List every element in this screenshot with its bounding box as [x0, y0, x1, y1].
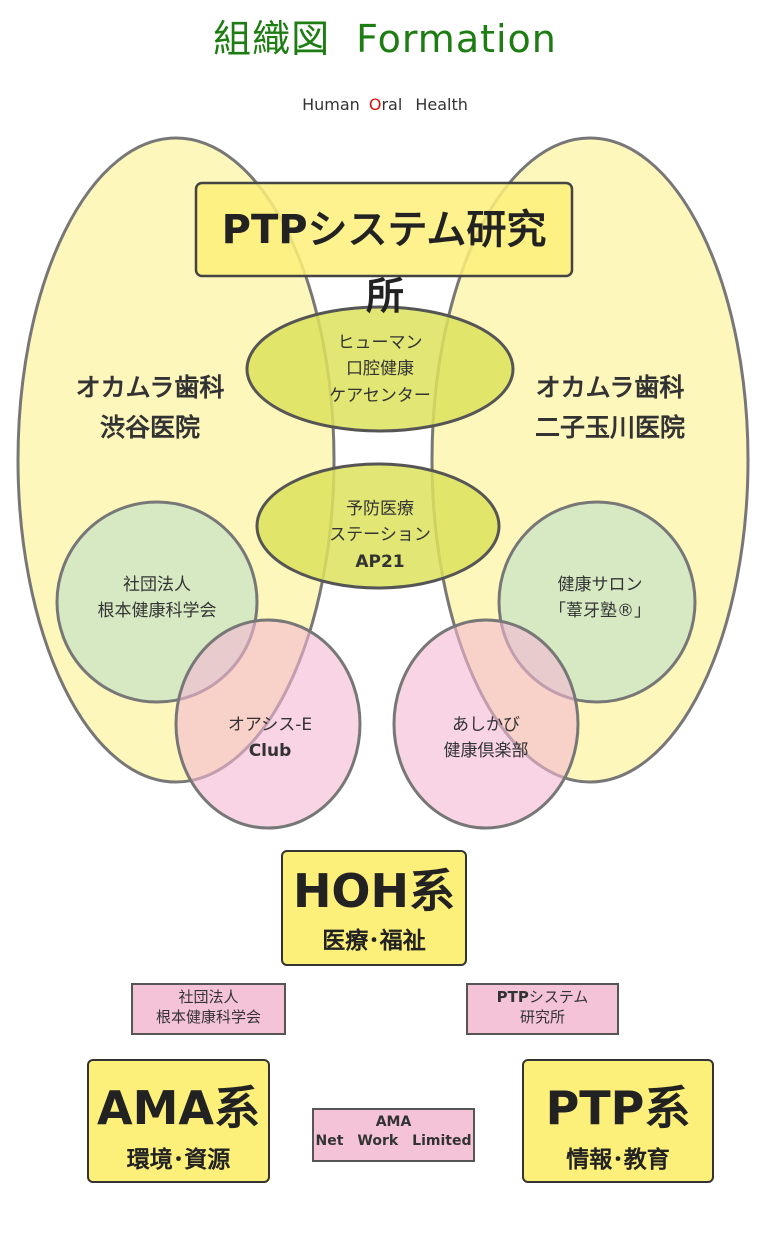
ashikabi-line1: あしかび: [452, 715, 520, 735]
prevention-line1: 予防医療: [346, 499, 414, 519]
ama-network-box: AMA Net Work Limited: [312, 1108, 475, 1162]
ptp-institute-system-box: PTPシステム 研究所: [466, 983, 619, 1035]
ashikabi-line2: 健康倶楽部: [443, 741, 529, 762]
subtitle-human-oral-health: Human Oral Health: [0, 95, 770, 114]
prevention-line3: AP21: [355, 551, 405, 572]
ptp-institute-line2-label: 所: [330, 274, 440, 318]
human-center-line3: ケアセンター: [329, 385, 431, 406]
human-center-ellipse: [245, 305, 515, 433]
human-center-line2: 口腔健康: [346, 359, 414, 380]
shadan-system-line1: 社団法人: [178, 988, 239, 1006]
human-center-label: ヒューマン 口腔健康 ケアセンター: [290, 330, 470, 409]
subtitle-human: Human: [302, 95, 360, 114]
prevention-line2: ステーション: [329, 525, 431, 546]
shadan-venn-line2: 根本健康科学会: [97, 601, 217, 622]
oasis-label: オアシス-E Club: [180, 712, 360, 765]
ama-net-line2: Net Work Limited: [315, 1132, 472, 1149]
salon-line1: 健康サロン: [557, 575, 643, 595]
ptp-system-title: PTP系: [545, 1081, 691, 1135]
ama-system-box: AMA系 環境･資源: [87, 1059, 270, 1183]
right-clinic-line2: 二子玉川医院: [534, 413, 685, 442]
right-clinic-label: オカムラ歯科 二子玉川医院: [500, 368, 720, 448]
ama-net-line1: AMA: [375, 1114, 412, 1130]
oasis-line1: オアシス-E: [227, 715, 313, 735]
hoh-system-box: HOH系 医療･福祉: [281, 850, 467, 966]
ptp-inst-line1-rest: システム: [528, 988, 589, 1006]
ashikabi-label: あしかび 健康倶楽部: [396, 712, 576, 765]
title-english: Formation: [356, 17, 557, 61]
right-clinic-line1: オカムラ歯科: [535, 373, 685, 402]
oasis-ellipse: [174, 618, 362, 830]
shadan-system-box: 社団法人 根本健康科学会: [131, 983, 286, 1035]
subtitle-ral: ral: [381, 95, 403, 114]
ptp-system-box: PTP系 情報･教育: [522, 1059, 714, 1183]
shadan-venn-label: 社団法人 根本健康科学会: [67, 572, 247, 625]
ama-system-sub: 環境･資源: [126, 1146, 231, 1173]
left-clinic-label: オカムラ歯科 渋谷医院: [40, 368, 260, 448]
ptp-institute-label: PTPシステム研究: [196, 206, 572, 254]
ptp-institute-line1: PTPシステム研究: [221, 207, 547, 253]
left-clinic-line2: 渋谷医院: [99, 413, 200, 442]
shadan-system-line2: 根本健康科学会: [155, 1008, 261, 1027]
prevention-label: 予防医療 ステーション AP21: [290, 496, 470, 575]
ptp-inst-line1: PTPシステム: [468, 987, 617, 1007]
human-center-line1: ヒューマン: [337, 333, 423, 353]
left-clinic-line1: オカムラ歯科: [75, 373, 225, 402]
salon-line2: 「葦牙塾®」: [549, 601, 651, 622]
subtitle-health: Health: [415, 95, 468, 114]
ashikabi-ellipse: [392, 618, 580, 830]
hoh-system-title: HOH系: [292, 864, 456, 918]
ptp-system-sub: 情報･教育: [566, 1146, 670, 1173]
ama-system-title: AMA系: [97, 1081, 260, 1135]
oasis-line2: Club: [248, 741, 292, 762]
ptp-inst-line2: 研究所: [519, 1008, 565, 1027]
shadan-venn-line1: 社団法人: [123, 575, 191, 595]
prevention-ellipse: [255, 462, 501, 590]
hoh-system-sub: 医療･福祉: [322, 927, 426, 954]
ptp-institute-box: [194, 181, 574, 278]
page-title: 組織図 Formation: [0, 8, 770, 63]
title-japanese: 組織図: [213, 17, 331, 61]
ptp-inst-line1-bold: PTP: [496, 988, 529, 1006]
ptp-institute-line2: 所: [365, 274, 404, 318]
subtitle-o-letter: O: [368, 95, 382, 114]
salon-label: 健康サロン 「葦牙塾®」: [510, 572, 690, 625]
